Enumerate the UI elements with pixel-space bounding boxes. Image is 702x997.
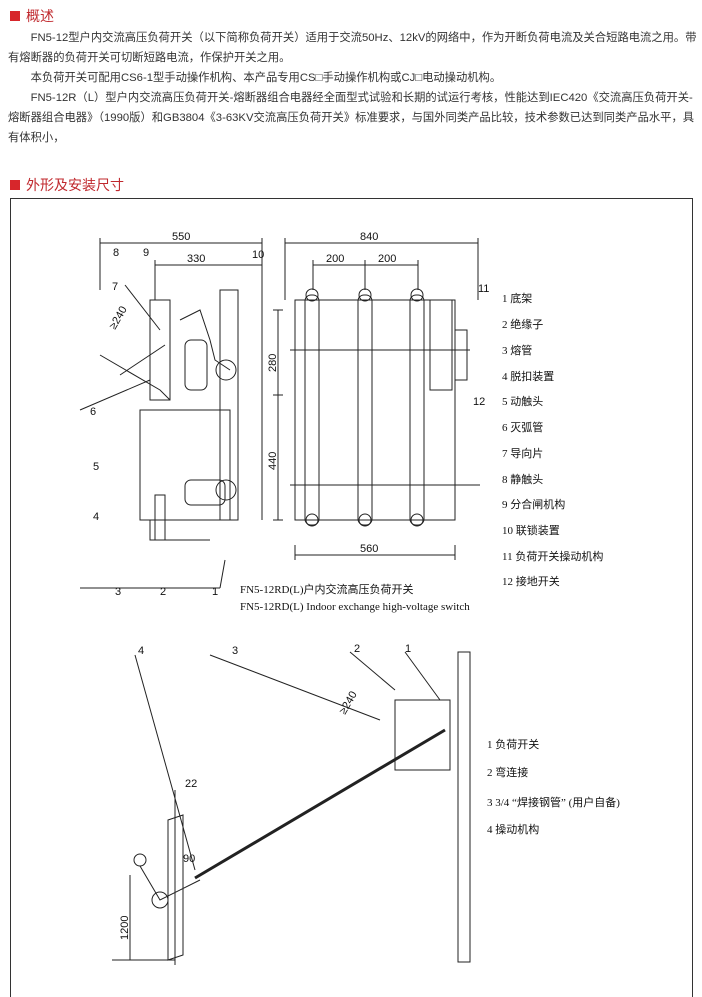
legend-item: 7 导向片 (502, 446, 543, 460)
callout-number: 3 (115, 586, 121, 598)
section-dimensions-heading: 外形及安装尺寸 (10, 175, 124, 195)
callout-number: 10 (252, 249, 264, 261)
legend-item: 9 分合闸机构 (502, 497, 565, 511)
bullet-square-icon (10, 11, 20, 21)
callout-number: 11 (478, 283, 489, 295)
legend-item: 12 接地开关 (502, 574, 560, 588)
legend-item: 2 绝缘子 (502, 317, 543, 331)
dimension-label: 200 (326, 253, 344, 265)
drawing-caption-cn: FN5-12RD(L)户内交流高压负荷开关 (240, 582, 414, 596)
paragraph: 本负荷开关可配用CS6-1型手动操作机构、本产品专用CS□手动操作机构或CJ□电… (30, 72, 502, 84)
callout-number: 1 (405, 643, 411, 655)
installation-labels: 4 3 2 1 ≥240 22 90 1200 1 负荷开关 2 弯连接 3 3… (119, 643, 620, 940)
callout-number: 2 (160, 586, 166, 598)
legend-item: 4 操动机构 (487, 822, 539, 836)
heading-text: 外形及安装尺寸 (26, 177, 124, 193)
callout-number: 2 (354, 643, 360, 655)
legend-item: 3 3/4 “焊接钢管” (用户自备) (487, 795, 620, 809)
callout-number: 7 (112, 281, 118, 293)
front-view-drawing (80, 238, 480, 589)
section-overview-heading: 概述 (10, 6, 54, 26)
side-view-drawing (79, 238, 263, 541)
callout-number: 8 (113, 247, 119, 259)
overview-text: FN5-12型户内交流高压负荷开关（以下简称负荷开关）适用于交流50Hz、12k… (8, 28, 698, 148)
callout-number: 3 (232, 645, 238, 657)
legend-item: 10 联锁装置 (502, 523, 560, 537)
dimension-label: 560 (360, 543, 378, 555)
legend-item: 11 负荷开关操动机构 (502, 549, 603, 563)
legend-item: 4 脱扣装置 (502, 369, 554, 383)
legend-item: 1 底架 (502, 291, 532, 305)
callout-number: 4 (93, 511, 99, 523)
callout-number: 6 (90, 406, 96, 418)
dimension-label: 840 (360, 231, 378, 243)
dimension-label: ≥240 (107, 304, 130, 331)
legend-item: 5 动触头 (502, 394, 543, 408)
callout-number: 12 (473, 396, 485, 408)
heading-text: 概述 (26, 8, 54, 24)
dimension-label: 280 (267, 354, 279, 372)
installation-drawing (112, 651, 471, 965)
dimension-label: 1200 (119, 916, 131, 940)
bullet-square-icon (10, 180, 20, 190)
paragraph: FN5-12型户内交流高压负荷开关（以下简称负荷开关）适用于交流50Hz、12k… (8, 32, 697, 64)
callout-number: 5 (93, 461, 99, 473)
legend-item: 3 熔管 (502, 343, 532, 357)
legend-item: 6 灭弧管 (502, 420, 543, 434)
dimension-label: 330 (187, 253, 205, 265)
callout-number: 9 (143, 247, 149, 259)
callout-number: 4 (138, 645, 144, 657)
legend-item: 2 弯连接 (487, 765, 528, 779)
dimension-label: 550 (172, 231, 190, 243)
dimension-label: ≥240 (337, 689, 360, 716)
dimension-label: 90 (183, 853, 195, 865)
dimension-label: 22 (185, 778, 197, 790)
paragraph: FN5-12R（L）型户内交流高压负荷开关-熔断器组合电器经全面型式试验和长期的… (8, 92, 695, 144)
legend-item: 1 负荷开关 (487, 737, 539, 751)
drawing-caption-en: FN5-12RD(L) Indoor exchange high-voltage… (240, 601, 470, 613)
dimension-label: 200 (378, 253, 396, 265)
callout-number: 1 (212, 586, 218, 598)
dimension-label: 440 (267, 452, 279, 470)
parts-legend-1: 1 底架 2 绝缘子 3 熔管 4 脱扣装置 5 动触头 6 灭弧管 7 导向片… (502, 291, 603, 588)
side-view-dimensions: 550 330 ≥240 8 9 7 6 5 4 3 2 1 10 840 20… (90, 231, 489, 613)
legend-item: 8 静触头 (502, 472, 543, 486)
drawing-frame (10, 198, 693, 997)
